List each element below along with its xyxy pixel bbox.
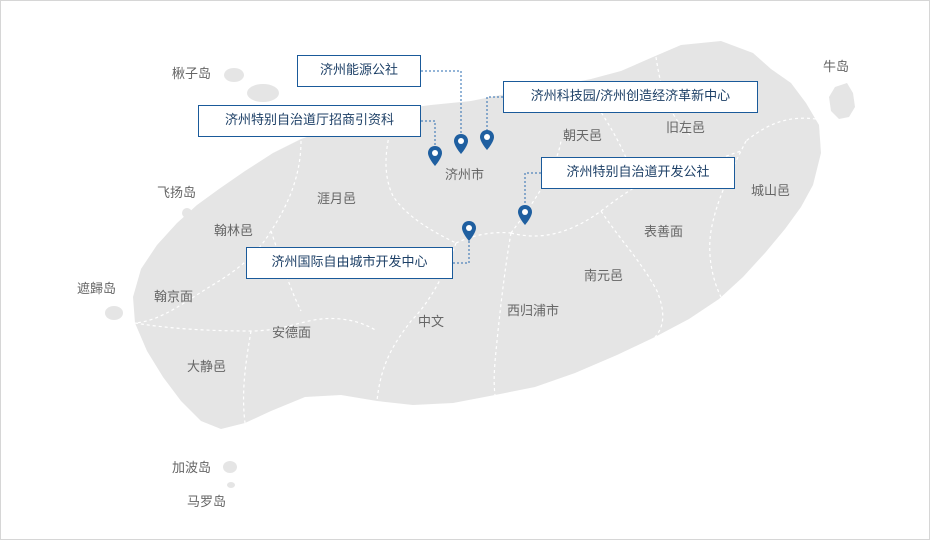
callout-science-park[interactable]: 济州科技园/济州创造经济革新中心 bbox=[503, 81, 758, 113]
gapado-island bbox=[223, 461, 237, 473]
islet-nw bbox=[247, 84, 279, 102]
region-label-pyoseon: 表善面 bbox=[644, 225, 684, 240]
region-label-seongsan: 城山邑 bbox=[751, 184, 791, 199]
island-label-chagwido: 遮歸岛 bbox=[77, 282, 117, 297]
leader-science-park bbox=[486, 96, 503, 131]
leader-free-city bbox=[453, 239, 470, 264]
leader-development bbox=[524, 172, 541, 207]
pin-science-park[interactable] bbox=[480, 130, 494, 150]
island-label-biyangdo: 楸子岛 bbox=[172, 67, 212, 82]
leader-energy bbox=[421, 70, 462, 135]
feiyangdao-island bbox=[182, 208, 192, 218]
callout-energy[interactable]: 济州能源公社 bbox=[297, 55, 421, 87]
island-label-marado: 马罗岛 bbox=[187, 495, 227, 510]
region-label-jocheon: 朝天邑 bbox=[563, 129, 603, 144]
marado-island bbox=[227, 482, 235, 488]
region-label-daejeong: 大静邑 bbox=[187, 360, 227, 375]
region-label-namwon: 南元邑 bbox=[584, 269, 624, 284]
region-label-hallim: 翰林邑 bbox=[214, 224, 254, 239]
udo-island bbox=[829, 83, 855, 119]
biyangdo-island bbox=[224, 68, 244, 82]
callout-free-city[interactable]: 济州国际自由城市开发中心 bbox=[246, 247, 453, 279]
region-label-seogwipo: 西归浦市 bbox=[507, 304, 560, 319]
chagwido-island bbox=[105, 306, 123, 320]
pin-investment[interactable] bbox=[428, 146, 442, 166]
island-label-feiyangdao: 飞扬岛 bbox=[157, 186, 197, 201]
callout-investment[interactable]: 济州特别自治道厅招商引资科 bbox=[198, 105, 421, 137]
region-label-jungmun: 中文 bbox=[418, 315, 445, 330]
island-label-udo: 牛岛 bbox=[823, 60, 850, 75]
region-label-aewol: 涯月邑 bbox=[317, 192, 357, 207]
pin-energy[interactable] bbox=[454, 134, 468, 154]
callout-development[interactable]: 济州特别自治道开发公社 bbox=[541, 157, 735, 189]
region-label-andeok: 安德面 bbox=[272, 326, 312, 341]
pin-development[interactable] bbox=[518, 205, 532, 225]
callout-leader-lines bbox=[421, 70, 541, 264]
region-label-hangyeong: 翰京面 bbox=[154, 290, 194, 305]
leader-investment bbox=[421, 120, 436, 146]
region-label-gujwa: 旧左邑 bbox=[666, 121, 706, 136]
region-label-jeju-city: 济州市 bbox=[445, 168, 485, 183]
jeju-island-shape bbox=[133, 41, 821, 429]
pin-free-city[interactable] bbox=[462, 221, 476, 241]
island-label-gapado: 加波岛 bbox=[172, 461, 212, 476]
